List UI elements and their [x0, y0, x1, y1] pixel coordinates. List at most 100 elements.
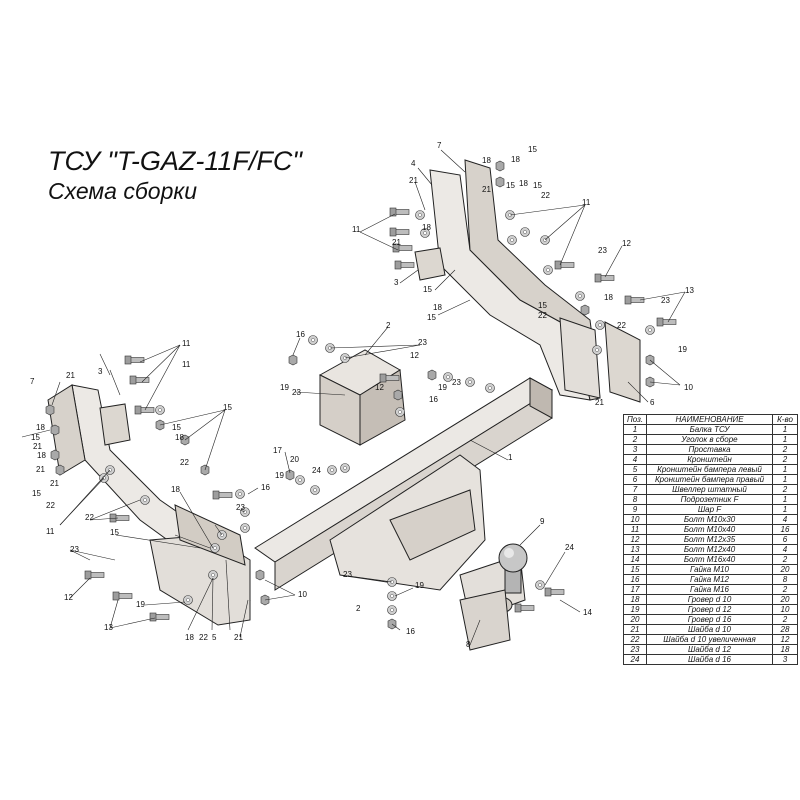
angle-bracket [318, 349, 406, 446]
callout-label: 18 [511, 155, 520, 164]
callout-label: 15 [427, 313, 436, 322]
cell-pos: 2 [623, 434, 647, 445]
callout-label: 18 [171, 485, 180, 494]
cell-name: Гровер d 12 [646, 604, 773, 615]
cell-pos: 3 [623, 444, 647, 455]
cell-qty: 2 [772, 554, 798, 565]
cell-qty: 1 [772, 424, 798, 435]
callout-label: 15 [423, 285, 432, 294]
left-bracket [47, 384, 251, 626]
callout-label: 21 [409, 176, 418, 185]
cell-pos: 23 [623, 644, 647, 655]
callout-label: 19 [280, 383, 289, 392]
callout-label: 10 [684, 383, 693, 392]
callout-label: 11 [182, 360, 191, 369]
cell-qty: 8 [772, 574, 798, 585]
callout-label: 18 [519, 179, 528, 188]
callout-label: 3 [98, 367, 103, 376]
callout-label: 11 [582, 198, 591, 207]
cell-pos: 15 [623, 564, 647, 575]
callout-label: 18 [482, 156, 491, 165]
cell-name: Болт М12х35 [646, 534, 773, 545]
callout-label: 19 [275, 471, 284, 480]
callout-label: 18 [433, 303, 442, 312]
callout-label: 22 [85, 513, 94, 522]
tow-ball [459, 543, 528, 651]
callout-label: 22 [538, 311, 547, 320]
cell-pos: 20 [623, 614, 647, 625]
cell-name: Шайба d 16 [646, 654, 773, 665]
cell-qty: 4 [772, 514, 798, 525]
cell-qty: 1 [772, 494, 798, 505]
cell-pos: 4 [623, 454, 647, 465]
cell-qty: 2 [772, 584, 798, 595]
cell-pos: 24 [623, 654, 647, 665]
cell-qty: 2 [772, 484, 798, 495]
cell-pos: 1 [623, 424, 647, 435]
cell-pos: 19 [623, 604, 647, 615]
callout-label: 11 [352, 225, 361, 234]
header-pos: Поз. [623, 414, 647, 425]
cell-pos: 21 [623, 624, 647, 635]
cell-name: Шайба d 10 увеличенная [646, 634, 773, 645]
right-bracket [429, 159, 641, 403]
callout-label: 11 [182, 339, 191, 348]
callout-label: 21 [66, 371, 75, 380]
cell-qty: 16 [772, 524, 798, 535]
callout-label: 19 [678, 345, 687, 354]
cell-pos: 18 [623, 594, 647, 605]
cell-pos: 11 [623, 524, 647, 535]
cell-pos: 22 [623, 634, 647, 645]
cell-qty: 2 [772, 614, 798, 625]
cell-qty: 20 [772, 564, 798, 575]
cell-qty: 6 [772, 534, 798, 545]
cell-pos: 17 [623, 584, 647, 595]
callout-label: 23 [236, 503, 245, 512]
cell-pos: 9 [623, 504, 647, 515]
callout-label: 21 [36, 465, 45, 474]
callout-label: 17 [273, 446, 282, 455]
callout-label: 22 [46, 501, 55, 510]
callout-label: 16 [429, 395, 438, 404]
callout-label: 21 [33, 442, 42, 451]
cell-pos: 14 [623, 554, 647, 565]
parts-table-header: Поз. НАИМЕНОВАНИЕ К-во [623, 414, 798, 425]
callout-label: 8 [466, 640, 471, 649]
diagram-title: ТСУ "T-GAZ-11F/FC" [48, 146, 302, 176]
callout-label: 18 [422, 223, 431, 232]
callout-label: 21 [482, 185, 491, 194]
cell-qty: 10 [772, 604, 798, 615]
callout-label: 22 [180, 458, 189, 467]
cell-name: Болт М10х40 [646, 524, 773, 535]
cell-name: Уголок в сборе [646, 434, 773, 445]
callout-label: 12 [410, 351, 419, 360]
callout-label: 11 [46, 527, 55, 536]
callout-label: 15 [172, 423, 181, 432]
cell-qty: 1 [772, 474, 798, 485]
callout-label: 1 [508, 453, 513, 462]
cell-name: Гайка М12 [646, 574, 773, 585]
callout-label: 18 [37, 451, 46, 460]
cell-pos: 12 [623, 534, 647, 545]
callout-label: 18 [36, 423, 45, 432]
callout-label: 10 [298, 590, 307, 599]
callout-label: 18 [185, 633, 194, 642]
callout-label: 14 [583, 608, 592, 617]
cell-qty: 28 [772, 624, 798, 635]
header-name: НАИМЕНОВАНИЕ [646, 414, 773, 425]
